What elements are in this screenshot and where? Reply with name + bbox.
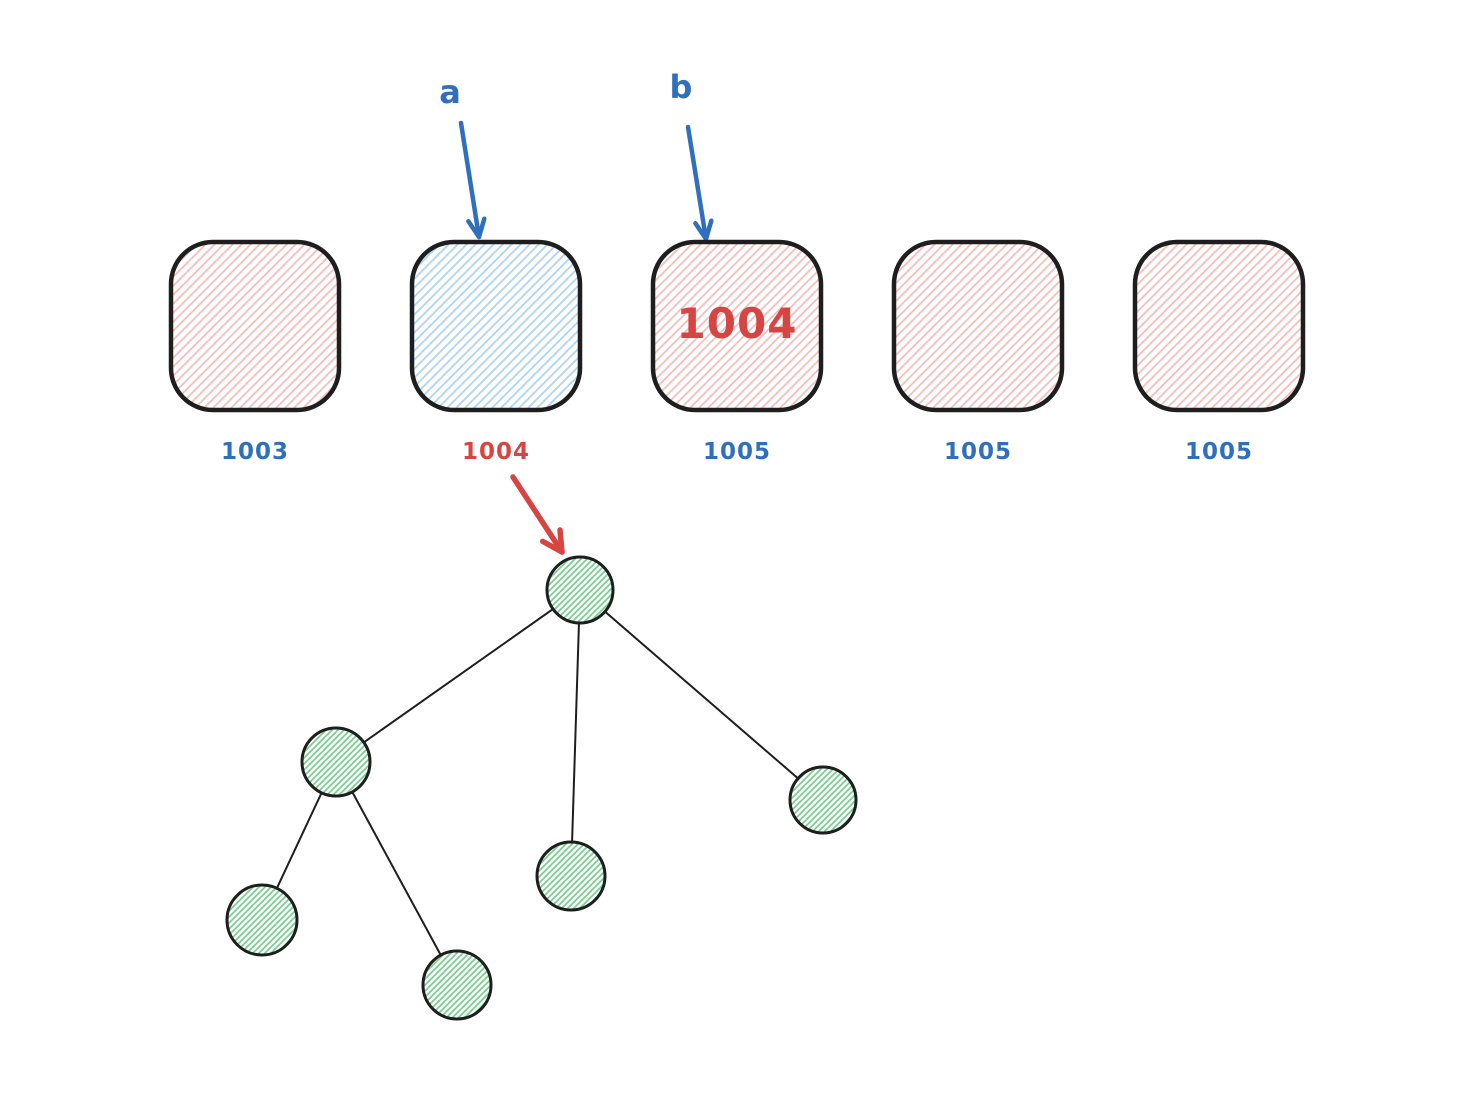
tree-edge-root-middle	[570, 589, 581, 877]
cell-box	[650, 239, 824, 413]
mapping-arrow	[510, 474, 565, 555]
pointer-a: a	[439, 73, 487, 240]
pointer-a-arrowhead-icon	[466, 216, 487, 240]
tree-node-root	[545, 555, 615, 625]
cell-value: 1004	[677, 299, 798, 348]
tree-node-left-right	[421, 949, 493, 1021]
pointer-b-arrow	[685, 124, 709, 242]
cell-label: 1003	[221, 439, 289, 465]
tree-nodes	[225, 555, 858, 1021]
cell-label: 1005	[944, 439, 1012, 465]
tree-edge-left-leftright	[335, 761, 458, 986]
cell-box	[1132, 239, 1306, 413]
tree-node-right	[788, 765, 858, 835]
cell-label: 1004	[462, 439, 530, 465]
cell-box	[409, 239, 583, 413]
pointer-a-arrow	[458, 120, 482, 240]
tree-node-middle	[535, 840, 607, 912]
mapping-arrow-line	[510, 474, 565, 555]
tree-edge-root-left	[335, 589, 581, 763]
tree-edge-root-right	[579, 589, 824, 801]
array-cell-1: 1004	[409, 239, 583, 465]
cell-box	[891, 239, 1065, 413]
tree-node-left-left	[225, 883, 299, 957]
cell-label: 1005	[703, 439, 771, 465]
array-cell-0: 1003	[168, 239, 342, 465]
pointer-a-label: a	[439, 73, 461, 111]
pointer-b: b	[670, 68, 714, 242]
pointer-b-arrowhead-icon	[693, 218, 714, 242]
pointer-b-label: b	[670, 68, 693, 106]
cell-label: 1005	[1185, 439, 1253, 465]
array-cell-3: 1005	[891, 239, 1065, 465]
cell-box	[168, 239, 342, 413]
tree-node-left	[300, 726, 372, 798]
array-cell-2: 1004 1005	[650, 239, 824, 465]
array-cell-4: 1005	[1132, 239, 1306, 465]
mapping-arrow-arrowhead-icon	[539, 527, 565, 555]
